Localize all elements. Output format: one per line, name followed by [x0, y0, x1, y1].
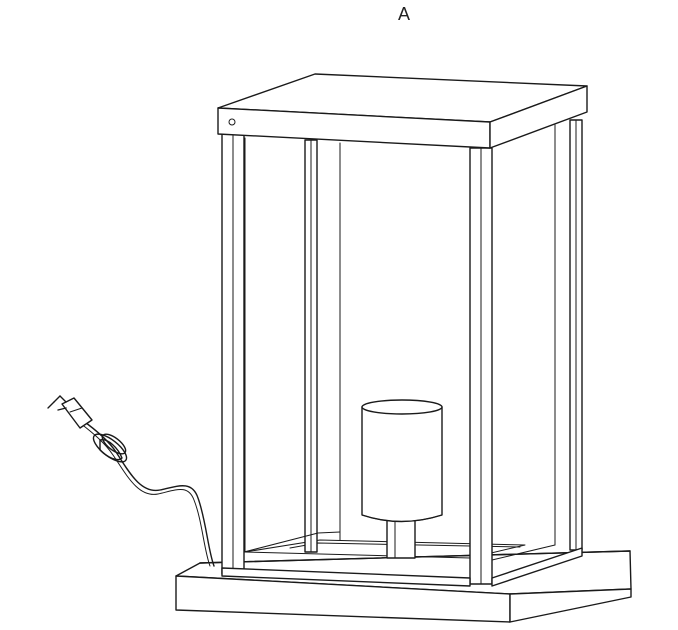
power-cord: [79, 419, 215, 567]
base-plinth: [175, 550, 632, 623]
top-cap: [217, 73, 588, 149]
front-left-post: [221, 133, 245, 575]
plug: [47, 395, 93, 429]
figure-label: A: [398, 4, 411, 24]
bulb-cylinder: [361, 399, 443, 559]
bottom-frame: [221, 531, 583, 587]
rear-posts: [304, 119, 583, 553]
front-right-post: [469, 147, 493, 585]
